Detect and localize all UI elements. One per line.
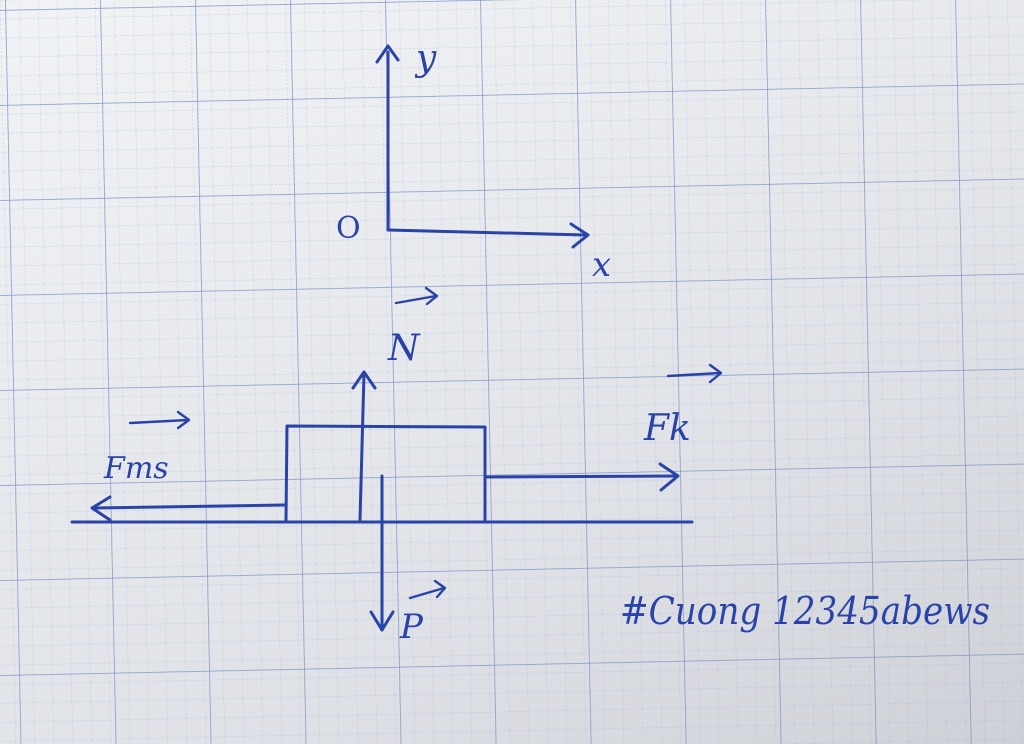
origin-label: O xyxy=(336,211,361,246)
pull-force-arrowhead xyxy=(658,462,680,492)
block xyxy=(284,424,487,522)
pull-force-label: Fk xyxy=(643,408,691,449)
x-axis-label: x xyxy=(592,245,611,285)
coordinate-axes xyxy=(375,44,590,249)
normal-vector-bar-tip xyxy=(424,286,439,306)
friction-vector-bar xyxy=(128,418,190,425)
normal-force-arrowhead xyxy=(351,370,377,390)
normal-vector-bar xyxy=(394,294,438,305)
y-axis-arrowhead xyxy=(375,44,400,64)
friction-force-label: Fms xyxy=(103,451,169,486)
friction-force-arrow xyxy=(92,503,286,510)
weight-arrowhead xyxy=(369,610,395,632)
pull-vector-bar-tip xyxy=(708,363,723,384)
x-axis-line xyxy=(386,228,587,237)
normal-force-arrow xyxy=(358,372,366,522)
weight-vector-bar xyxy=(408,586,446,600)
x-axis-arrowhead xyxy=(569,222,590,249)
weight-vector-bar-tip xyxy=(433,579,447,599)
y-axis-label: y xyxy=(414,38,437,79)
pull-vector-bar xyxy=(666,371,722,378)
caption-text: #Cuong 12345abews xyxy=(620,589,990,633)
weight-label: P xyxy=(399,607,424,647)
normal-force-label: N xyxy=(387,328,421,369)
pull-force-arrow xyxy=(484,474,678,479)
friction-vector-bar-tip xyxy=(176,410,191,430)
friction-force-arrowhead xyxy=(90,495,112,522)
